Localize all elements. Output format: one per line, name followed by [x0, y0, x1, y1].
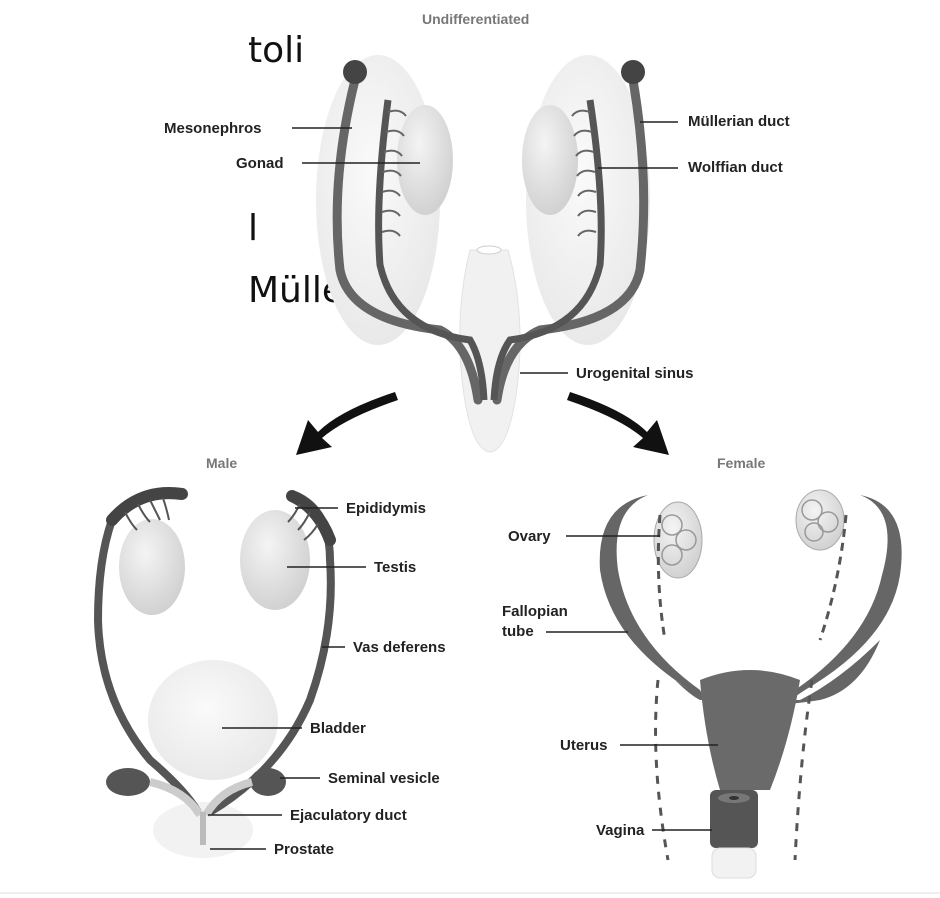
slide-text-2: l: [248, 208, 258, 249]
label-urogenital-sinus: Urogenital sinus: [576, 365, 694, 382]
undifferentiated-diagram: [316, 55, 650, 452]
title-undifferentiated: Undifferentiated: [422, 11, 529, 27]
vagina-opening: [712, 848, 756, 878]
uterus-shape: [700, 670, 800, 790]
right-fimbria: [621, 60, 645, 84]
right-regressed-duct: [795, 680, 812, 860]
label-mesonephros: Mesonephros: [164, 120, 262, 137]
left-ovary: [654, 502, 702, 578]
female-diagram: [600, 490, 902, 878]
arrow-to-female: [567, 392, 669, 455]
label-ovary: Ovary: [508, 528, 551, 545]
right-gonad: [522, 105, 578, 215]
label-uterus: Uterus: [560, 737, 608, 754]
left-fimbria: [343, 60, 367, 84]
slide-text-1: toli: [248, 30, 304, 71]
label-fallopian-1: Fallopian: [502, 603, 568, 620]
right-ovary: [796, 490, 844, 550]
left-testis: [119, 519, 185, 615]
label-bladder: Bladder: [310, 720, 366, 737]
left-gonad: [397, 105, 453, 215]
left-epididymis: [112, 493, 182, 520]
label-gonad: Gonad: [236, 155, 284, 172]
right-testis: [240, 510, 310, 610]
arrow-to-male: [296, 392, 398, 455]
title-male: Male: [206, 455, 237, 471]
label-wolffian-duct: Wolffian duct: [688, 159, 783, 176]
male-diagram: [98, 493, 331, 858]
label-prostate: Prostate: [274, 841, 334, 858]
bladder-shape: [148, 660, 278, 780]
label-mullerian-duct: Müllerian duct: [688, 113, 790, 130]
label-ejaculatory-duct: Ejaculatory duct: [290, 807, 407, 824]
label-epididymis: Epididymis: [346, 500, 426, 517]
label-seminal-vesicle: Seminal vesicle: [328, 770, 440, 787]
title-female: Female: [717, 455, 765, 471]
right-seminal-vesicle: [250, 768, 286, 796]
left-regressed-duct: [656, 680, 668, 860]
left-seminal-vesicle: [106, 768, 150, 796]
label-testis: Testis: [374, 559, 416, 576]
label-vagina: Vagina: [596, 822, 645, 839]
label-fallopian-2: tube: [502, 623, 534, 640]
label-vas-deferens: Vas deferens: [353, 639, 446, 656]
